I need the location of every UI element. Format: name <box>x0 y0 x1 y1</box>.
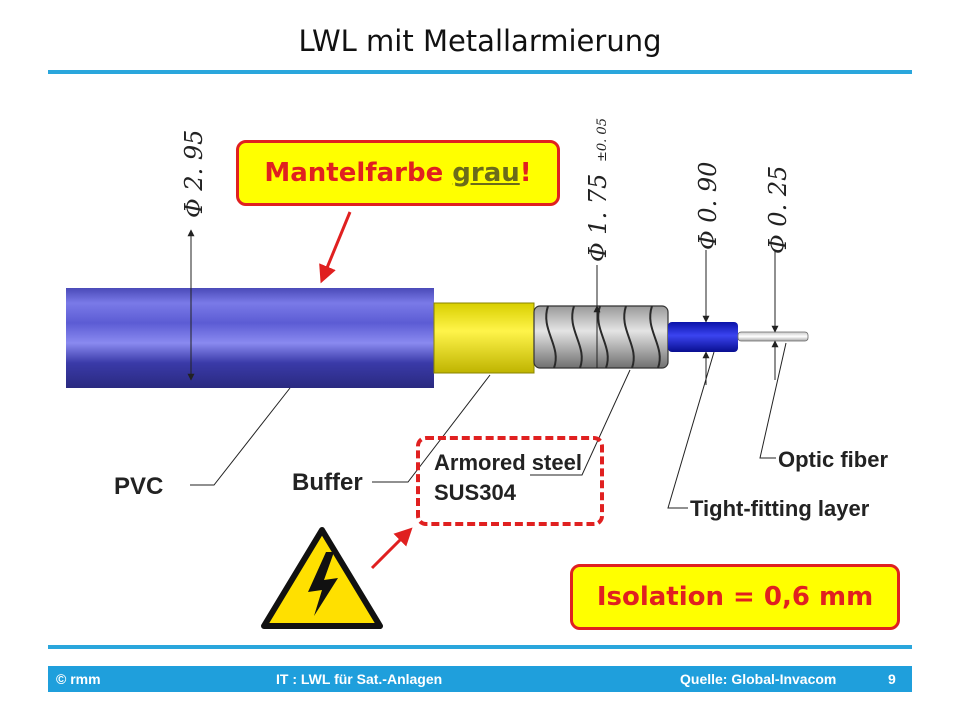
label-optic-fiber: Optic fiber <box>778 447 888 472</box>
mantel-arrow <box>319 211 352 284</box>
footer-source: Quelle: Global-Invacom <box>680 671 837 687</box>
armored-steel-layer <box>533 305 669 369</box>
mantel-color-callout: Mantelfarbe grau! <box>236 140 560 206</box>
buffer-layer <box>433 302 535 374</box>
footer-copyright: © rmm <box>56 671 101 687</box>
pvc-jacket <box>66 288 434 388</box>
steel-spiral <box>545 305 661 369</box>
isolation-callout: Isolation = 0,6 mm <box>570 564 900 630</box>
mantel-callout-accent: grau <box>452 158 520 188</box>
footer-course: IT : LWL für Sat.-Anlagen <box>276 671 443 687</box>
dim-label-tolerance: ±0. 05 <box>595 118 610 162</box>
label-armored-steel: Armored steel <box>434 450 582 475</box>
mantel-callout-suffix: ! <box>519 158 532 188</box>
dim-label-175: Φ 1. 75 <box>584 174 612 262</box>
dim-label-025: Φ 0. 25 <box>764 166 792 254</box>
tight-fitting-layer <box>668 322 738 352</box>
label-tight-fitting-layer: Tight-fitting layer <box>690 496 870 521</box>
label-sus304: SUS304 <box>434 480 517 505</box>
label-pvc: PVC <box>114 473 163 500</box>
warning-arrow <box>370 527 413 570</box>
dim-label-295: Φ 2. 95 <box>180 130 208 218</box>
high-voltage-warning-icon <box>261 527 383 629</box>
title-underline <box>48 70 912 74</box>
slide-title: LWL mit Metallarmierung <box>298 24 662 58</box>
footer-rule <box>48 645 912 649</box>
footer-page-number: 9 <box>888 671 896 687</box>
label-buffer: Buffer <box>292 469 363 496</box>
armored-steel-highlight <box>416 436 604 526</box>
dim-label-090: Φ 0. 90 <box>694 162 722 250</box>
footer-bar: © rmm IT : LWL für Sat.-Anlagen Quelle: … <box>48 666 912 692</box>
mantel-callout-prefix: Mantelfarbe <box>264 158 453 188</box>
optic-fiber <box>737 331 809 342</box>
